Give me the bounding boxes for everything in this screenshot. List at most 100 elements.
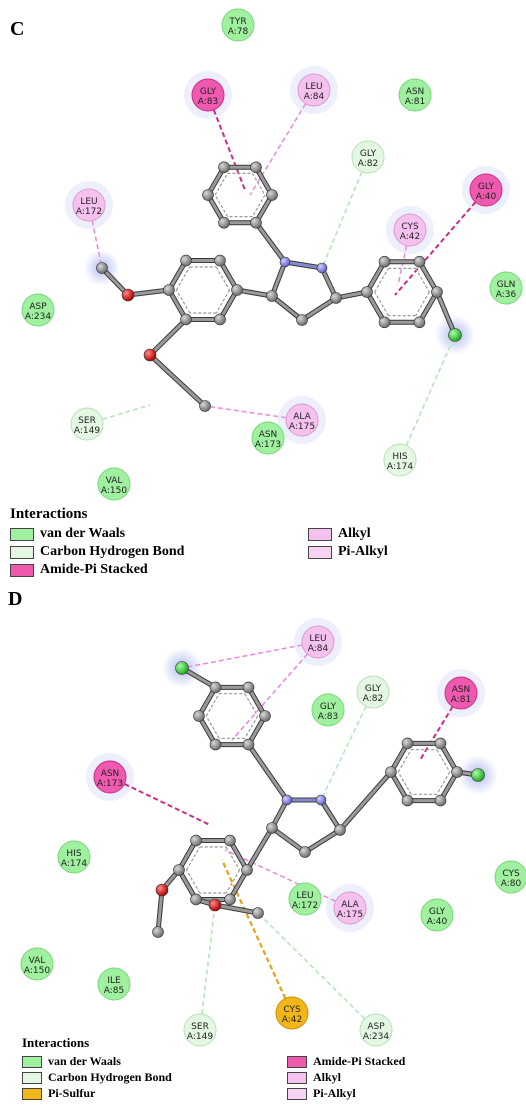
residue-disc: [383, 443, 417, 477]
legend-label: Carbon Hydrogen Bond: [48, 1070, 172, 1084]
legend-swatch: [22, 1087, 42, 1100]
residue-disc: [444, 676, 478, 710]
aromatic-bond: [214, 194, 229, 217]
legend-label: Carbon Hydrogen Bond: [40, 544, 185, 559]
bond: [148, 353, 207, 408]
carbon-atom: [296, 314, 308, 326]
residue-disc: [191, 78, 225, 112]
residue-name: LEU: [309, 634, 326, 644]
bond: [245, 826, 274, 872]
aromatic-bond: [214, 173, 229, 196]
carbon-atom: [190, 893, 202, 906]
carbon-atom: [434, 794, 447, 807]
residue-number: A:40: [427, 917, 448, 927]
residue-number: A:149: [74, 426, 100, 436]
residue-name: CYS: [401, 222, 419, 232]
interaction-line: [257, 912, 377, 1031]
legend-label: Alkyl: [313, 1070, 342, 1084]
aromatic-bond: [251, 173, 266, 196]
residue-disc: [356, 675, 390, 709]
interaction-line: [419, 692, 462, 761]
interaction-line: [199, 904, 216, 1031]
aromatic-bond: [225, 846, 241, 871]
carbon-atom: [431, 286, 443, 298]
residue-name: CYS: [283, 1005, 301, 1015]
bond: [300, 296, 338, 322]
residue-name: SER: [191, 1022, 209, 1032]
bond: [126, 288, 171, 297]
residue-name: ASN: [101, 769, 120, 779]
residue-name: SER: [78, 416, 96, 426]
carbon-atom: [180, 254, 192, 267]
legend-title: Interactions: [10, 506, 88, 522]
carbon-atom: [413, 255, 426, 268]
aromatic-bond: [175, 266, 191, 291]
residue-number: A:175: [289, 422, 315, 432]
residue-name: GLY: [365, 684, 382, 694]
carbon-atom: [173, 864, 185, 876]
residue-number: A:234: [363, 1032, 389, 1042]
carbon-atom: [163, 284, 175, 296]
residue-number: A:84: [304, 92, 325, 102]
residue-disc: [469, 173, 503, 207]
legend-item-vdw: van der Waals: [10, 526, 125, 542]
aromatic-bond: [244, 693, 259, 717]
aromatic-bond: [397, 749, 412, 773]
bond: [303, 828, 342, 854]
chlorine-atom: [175, 661, 189, 675]
residue-disc: [301, 625, 335, 659]
legend-swatch: [22, 1055, 42, 1068]
panel-label-d: D: [8, 588, 23, 610]
residue-name: VAL: [29, 956, 46, 966]
residue-number: A:174: [61, 859, 87, 869]
residue-disc: [221, 8, 255, 42]
residue-disc: [20, 947, 54, 981]
carbon-atom: [231, 284, 243, 296]
interaction-line: [394, 189, 487, 296]
chlorine-atom: [448, 328, 462, 342]
residue-number: A:175: [337, 910, 363, 920]
legend-item-pi-alkyl: Pi-Alkyl: [308, 544, 388, 560]
carbon-atom: [252, 907, 264, 919]
interaction-line: [181, 641, 319, 669]
residue-name: VAL: [106, 476, 123, 486]
residue-disc: [275, 996, 309, 1030]
residue-disc: [57, 840, 91, 874]
aromatic-bond: [225, 869, 241, 894]
carbon-atom: [224, 834, 236, 847]
carbon-atom: [413, 316, 426, 329]
legend-swatch: [10, 563, 34, 577]
legend-swatch: [22, 1071, 42, 1084]
residue-name: GLN: [497, 280, 516, 290]
residue-name: GLY: [478, 182, 495, 192]
legend-item-pi-sulfur: Pi-Sulfur: [22, 1086, 95, 1101]
bond: [254, 221, 287, 264]
carbon-atom: [378, 316, 391, 329]
legend-item-amide-pi-stacked: Amide-Pi Stacked: [10, 562, 148, 578]
carbon-atom: [190, 834, 202, 847]
nitrogen-atom: [315, 794, 327, 806]
legend-label: Pi-Alkyl: [338, 544, 388, 559]
aromatic-bond: [397, 771, 412, 795]
carbon-atom: [451, 766, 463, 778]
aromatic-bond: [436, 771, 451, 795]
residue-number: A:83: [318, 712, 338, 722]
legend-swatch: [10, 527, 34, 541]
residue-disc: [21, 293, 55, 327]
residue-name: ASP: [29, 302, 47, 312]
